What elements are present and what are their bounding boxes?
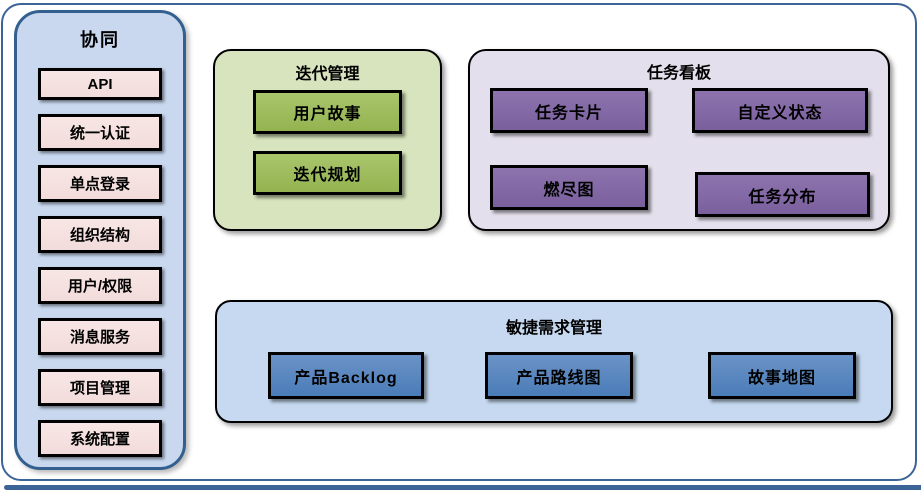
collaboration-item-api: API bbox=[38, 68, 162, 100]
collaboration-item-org-structure: 组织结构 bbox=[38, 216, 162, 253]
collaboration-panel: 协同 API 统一认证 单点登录 组织结构 用户/权限 消息服务 项目管理 系统… bbox=[14, 10, 186, 470]
kanban-item-custom-status: 自定义状态 bbox=[692, 88, 868, 133]
collaboration-item-unified-auth: 统一认证 bbox=[38, 114, 162, 151]
task-board-group: 任务看板 任务卡片 自定义状态 燃尽图 任务分布 bbox=[468, 49, 890, 231]
task-board-title: 任务看板 bbox=[646, 65, 711, 82]
agile-requirements-group: 敏捷需求管理 产品Backlog 产品路线图 故事地图 bbox=[215, 300, 893, 423]
iteration-management-group: 迭代管理 用户故事 迭代规划 bbox=[213, 49, 442, 231]
collaboration-item-message-service: 消息服务 bbox=[38, 318, 162, 355]
kanban-item-task-distribution: 任务分布 bbox=[695, 172, 870, 217]
collaboration-item-list: API 统一认证 单点登录 组织结构 用户/权限 消息服务 项目管理 系统配置 bbox=[17, 68, 183, 457]
agile-requirements-title: 敏捷需求管理 bbox=[505, 320, 602, 337]
collaboration-item-system-config: 系统配置 bbox=[38, 420, 162, 457]
bottom-divider-line bbox=[4, 485, 921, 490]
collaboration-item-sso: 单点登录 bbox=[38, 165, 162, 202]
collaboration-panel-title: 协同 bbox=[80, 30, 120, 50]
agile-item-product-roadmap: 产品路线图 bbox=[485, 352, 633, 399]
kanban-item-burndown-chart: 燃尽图 bbox=[490, 165, 648, 210]
agile-item-story-map: 故事地图 bbox=[708, 352, 856, 399]
iteration-item-iteration-planning: 迭代规划 bbox=[253, 151, 402, 195]
kanban-item-task-card: 任务卡片 bbox=[490, 88, 648, 133]
collaboration-item-user-permission: 用户/权限 bbox=[38, 267, 162, 304]
iteration-item-user-story: 用户故事 bbox=[253, 90, 402, 134]
agile-item-product-backlog: 产品Backlog bbox=[268, 352, 424, 399]
collaboration-item-project-mgmt: 项目管理 bbox=[38, 369, 162, 406]
iteration-management-title: 迭代管理 bbox=[295, 66, 360, 83]
